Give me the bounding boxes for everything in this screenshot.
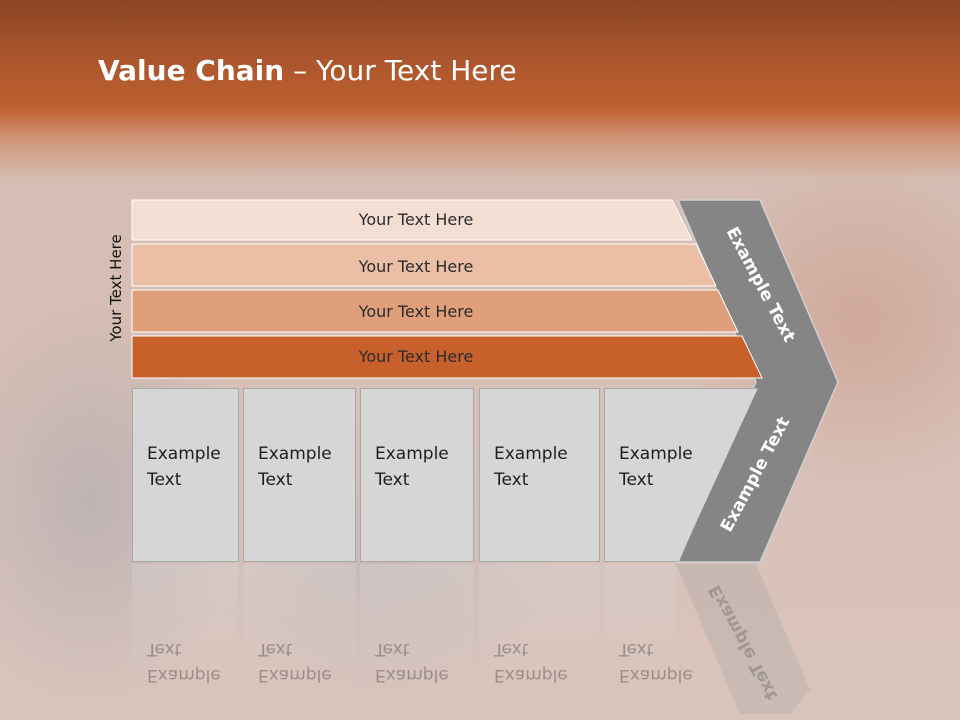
title-band: [0, 0, 960, 180]
primary-box-3-label: Example Text: [375, 444, 449, 490]
support-row-2[interactable]: [131, 243, 717, 287]
support-row-3[interactable]: [131, 289, 739, 333]
primary-box-1-reflection-label: Example Text: [147, 639, 221, 685]
primary-box-2-reflection: Example Text: [243, 564, 356, 714]
support-row-4[interactable]: [131, 335, 763, 379]
support-row-2-label: Your Text Here: [358, 257, 474, 276]
slide-title: Value Chain – Your Text Here: [98, 54, 517, 87]
primary-box-2-label: Example Text: [258, 444, 332, 490]
primary-box-5-reflection: Example Text: [604, 564, 693, 714]
primary-box-4-reflection: Example Text: [479, 564, 600, 714]
primary-box-4-label: Example Text: [494, 444, 568, 490]
primary-box-3[interactable]: Example Text: [360, 388, 474, 562]
chevron-reflection: [676, 564, 810, 714]
primary-box-1[interactable]: Example Text: [132, 388, 239, 562]
support-row-1-label: Your Text Here: [358, 210, 474, 229]
primary-box-2-reflection-label: Example Text: [258, 639, 332, 685]
primary-box-5-reflection-label: Example Text: [619, 639, 693, 685]
primary-box-4-reflection-label: Example Text: [494, 639, 568, 685]
primary-box-2[interactable]: Example Text: [243, 388, 356, 562]
primary-box-5-label: Example Text: [619, 444, 693, 490]
slide-title-bold: Value Chain: [98, 54, 285, 87]
primary-box-3-reflection: Example Text: [360, 564, 474, 714]
support-row-1[interactable]: [131, 199, 693, 241]
primary-box-4[interactable]: Example Text: [479, 388, 600, 562]
slide-title-rest: – Your Text Here: [284, 54, 517, 87]
primary-box-3-reflection-label: Example Text: [375, 639, 449, 685]
primary-box-1-reflection: Example Text: [132, 564, 239, 714]
support-row-3-label: Your Text Here: [358, 302, 474, 321]
support-row-4-label: Your Text Here: [358, 347, 474, 366]
primary-box-1-label: Example Text: [147, 444, 221, 490]
